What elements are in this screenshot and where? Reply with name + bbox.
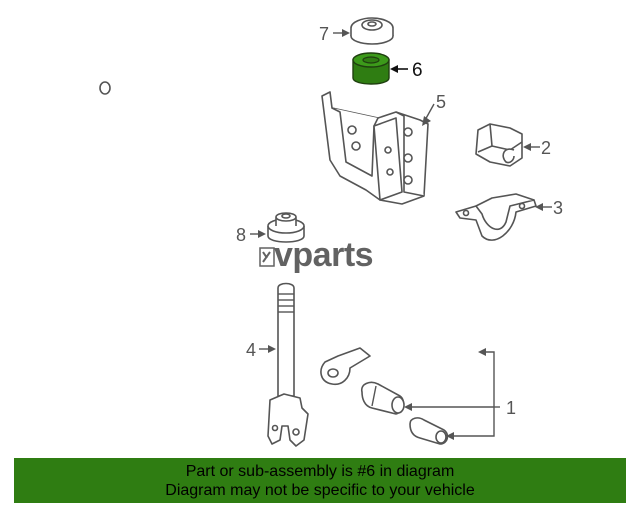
mounting-bracket-5 [321,91,429,205]
bushing-bracket-3 [455,193,537,241]
bar-sleeve [409,417,449,445]
callout-5: 5 [436,92,446,112]
callout-1: 1 [506,398,516,418]
evparts-watermark-logo: vparts [259,236,374,274]
banner-line-disclaimer: Diagram may not be specific to your vehi… [165,482,475,499]
callout-8: 8 [236,225,246,245]
link-bushing-8 [267,212,305,243]
callout-6: 6 [412,60,423,81]
callout-1-leader [404,348,500,440]
callout-7: 7 [319,24,329,44]
callout-3: 3 [553,198,563,218]
bar-bushing [360,381,405,415]
banner-line-part-info: Part or sub-assembly is #6 in diagram [185,463,455,480]
stabilizer-link-4 [267,282,309,447]
svg-text:vparts: vparts [274,236,373,274]
callout-4: 4 [246,340,256,360]
bushing-6-highlighted [352,52,390,85]
upper-bushing-7 [350,17,394,45]
stabilizer-bushing-2 [475,123,523,167]
callout-2: 2 [541,138,551,158]
stabilizer-bar [99,78,504,386]
info-banner: Part or sub-assembly is #6 in diagram Di… [14,458,626,503]
